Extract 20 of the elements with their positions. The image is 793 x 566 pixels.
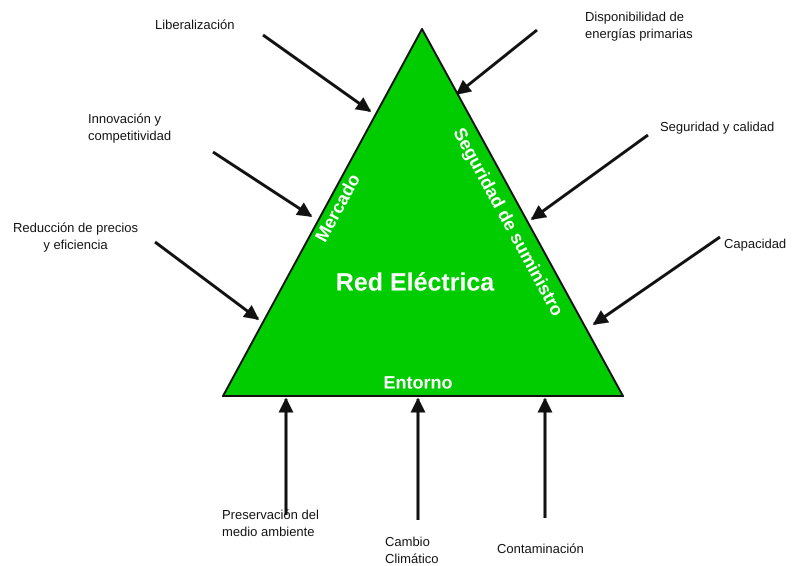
factor-label: Disponibilidad de energías primarias [585, 8, 725, 42]
arrow [592, 236, 721, 326]
arrow [278, 398, 294, 515]
factor-label: Cambio Climático [385, 533, 455, 566]
title-label: Red Eléctrica [336, 268, 494, 298]
factor-label: Preservación del medio ambiente [222, 506, 347, 540]
arrow [410, 398, 426, 520]
factor-label: Capacidad [724, 235, 793, 252]
factor-label: Seguridad y calidad [660, 118, 790, 135]
arrow [212, 150, 312, 218]
arrow [456, 28, 538, 96]
side-label: Entorno [384, 372, 452, 394]
factor-label: Contaminación [497, 540, 607, 557]
factor-label: Liberalización [155, 16, 255, 33]
factor-label: Innovación y competitividad [88, 110, 198, 144]
arrow [262, 34, 372, 112]
arrow [530, 134, 649, 220]
factor-label: Reducción de precios y eficiencia [8, 219, 143, 253]
arrow [154, 240, 260, 320]
arrow [538, 398, 552, 518]
